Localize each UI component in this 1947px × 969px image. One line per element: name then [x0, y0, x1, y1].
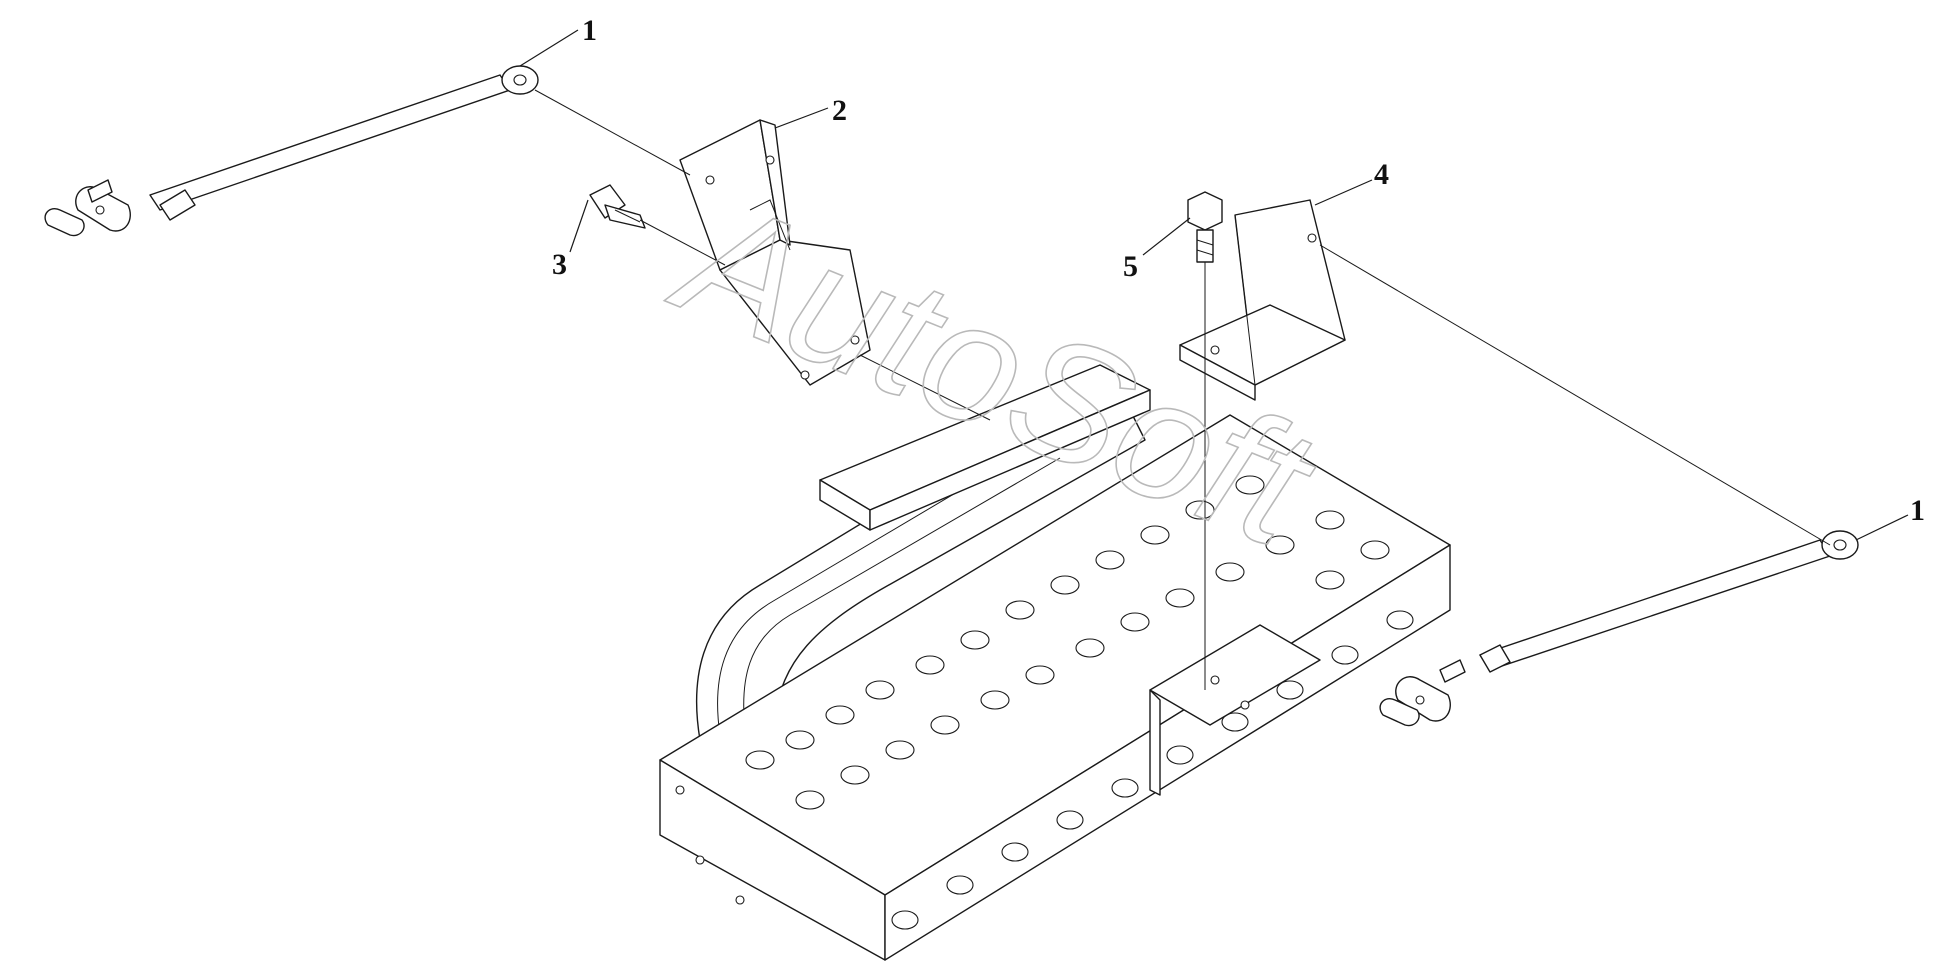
hex-bolt-5 — [1187, 191, 1223, 263]
callout-3: 3 — [552, 199, 589, 281]
cylinder-head-assembly — [659, 364, 1451, 961]
stay-rod-left — [44, 65, 539, 237]
callout-5: 5 — [1123, 217, 1191, 283]
stay-rod-right — [1379, 530, 1859, 727]
flange-bolt-3 — [589, 184, 646, 229]
callout-1-right: 1 — [1855, 494, 1925, 541]
valve-pocket-row — [745, 475, 1390, 810]
callout-number: 3 — [552, 248, 567, 281]
callout-2: 2 — [774, 94, 847, 129]
callout-number: 1 — [1910, 494, 1925, 527]
callout-number: 2 — [832, 94, 847, 127]
front-bracket — [679, 119, 871, 386]
callout-number: 4 — [1374, 158, 1389, 191]
callout-1-left: 1 — [519, 14, 597, 67]
callout-4: 4 — [1314, 158, 1389, 206]
callout-number: 1 — [582, 14, 597, 47]
assembly-centerlines — [534, 89, 1831, 690]
rear-bracket — [1179, 199, 1346, 401]
callout-number: 5 — [1123, 250, 1138, 283]
side-port-row — [891, 610, 1414, 930]
